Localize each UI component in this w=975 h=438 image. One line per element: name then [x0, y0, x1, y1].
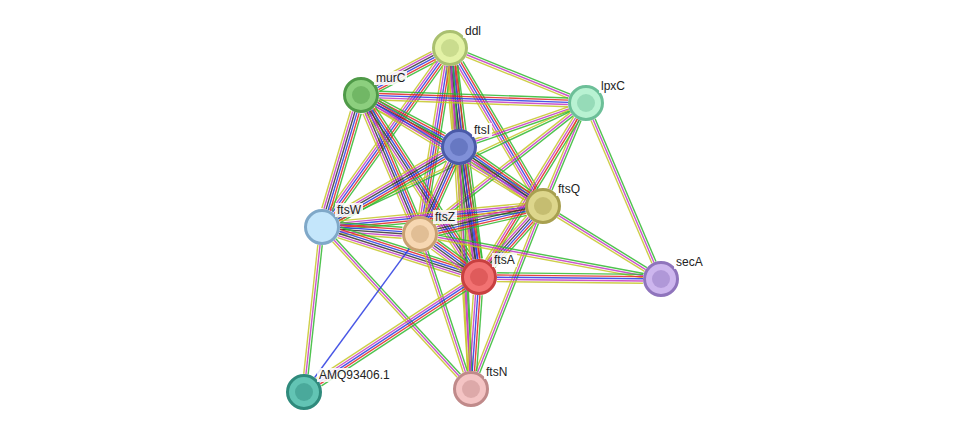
- node-label: ftsZ: [433, 210, 457, 224]
- evidence-line: [315, 249, 410, 378]
- evidence-line: [428, 250, 468, 371]
- interaction-edge: [497, 273, 643, 283]
- interaction-edge: [487, 216, 535, 268]
- node-label: lpxC: [599, 79, 627, 93]
- evidence-line: [473, 158, 528, 196]
- interaction-edge: [315, 249, 410, 378]
- structure-icon: [352, 86, 370, 104]
- evidence-line: [471, 162, 526, 200]
- protein-node: lpxC: [568, 85, 604, 121]
- interaction-edge: [317, 283, 467, 386]
- evidence-line: [330, 113, 359, 210]
- evidence-line: [472, 160, 527, 198]
- evidence-line: [426, 163, 450, 217]
- evidence-line: [304, 245, 318, 374]
- evidence-line: [328, 113, 357, 210]
- evidence-line: [322, 111, 351, 208]
- evidence-line: [422, 161, 446, 215]
- protein-node: ftsQ: [525, 188, 561, 224]
- evidence-line: [497, 282, 643, 284]
- evidence-line: [324, 111, 353, 208]
- evidence-line: [318, 285, 463, 380]
- evidence-line: [497, 275, 643, 277]
- node-label: ddl: [463, 24, 483, 38]
- evidence-line: [339, 231, 462, 270]
- protein-node: ftsA: [461, 259, 497, 295]
- structure-icon: [295, 383, 313, 401]
- interaction-edge: [466, 53, 570, 99]
- structure-icon: [470, 268, 488, 286]
- protein-node: ftsW: [304, 209, 340, 245]
- structure-icon: [450, 138, 468, 156]
- structure-icon: [441, 39, 459, 57]
- evidence-line: [558, 215, 645, 269]
- evidence-line: [474, 156, 529, 194]
- evidence-line: [593, 120, 654, 263]
- evidence-line: [435, 116, 573, 225]
- interaction-edge: [304, 245, 322, 375]
- node-label: ftsQ: [556, 182, 582, 196]
- interaction-edge: [322, 111, 361, 212]
- evidence-line: [306, 245, 320, 374]
- structure-icon: [534, 197, 552, 215]
- evidence-line: [476, 155, 531, 193]
- node-label: ftsI: [472, 123, 492, 137]
- evidence-line: [557, 217, 644, 271]
- interaction-edge: [468, 295, 482, 372]
- evidence-line: [478, 223, 537, 372]
- structure-icon: [411, 225, 429, 243]
- node-label: ftsN: [484, 365, 509, 379]
- evidence-line: [467, 55, 570, 97]
- evidence-line: [434, 245, 464, 267]
- evidence-line: [317, 283, 462, 378]
- evidence-line: [332, 114, 361, 211]
- evidence-line: [468, 53, 571, 95]
- evidence-line: [497, 279, 643, 281]
- protein-node: ftsZ: [402, 216, 438, 252]
- evidence-line: [595, 119, 656, 262]
- protein-node: ddl: [432, 30, 468, 66]
- protein-node: ftsN: [453, 371, 489, 407]
- interaction-edge: [333, 239, 461, 377]
- evidence-line: [433, 247, 463, 269]
- node-label: ftsW: [335, 203, 363, 217]
- interaction-edge: [379, 91, 568, 107]
- node-label: AMQ93406.1: [317, 368, 392, 382]
- interaction-edge: [337, 227, 463, 277]
- structure-icon: [462, 380, 480, 398]
- evidence-line: [480, 224, 539, 373]
- evidence-line: [326, 112, 355, 209]
- interaction-edge: [476, 222, 539, 373]
- evidence-line: [552, 120, 581, 190]
- protein-node: murC: [343, 77, 379, 113]
- structure-icon: [652, 270, 670, 288]
- evidence-line: [431, 249, 461, 271]
- protein-node: ftsI: [441, 129, 477, 165]
- node-label: murC: [374, 71, 407, 85]
- evidence-line: [424, 162, 448, 216]
- interaction-edge: [471, 153, 532, 200]
- evidence-line: [468, 295, 473, 371]
- structure-icon: [577, 94, 595, 112]
- node-label: ftsA: [492, 253, 517, 267]
- evidence-line: [379, 100, 568, 107]
- node-label: secA: [674, 255, 705, 269]
- protein-node: AMQ93406.1: [286, 374, 322, 410]
- evidence-line: [497, 273, 643, 275]
- evidence-line: [497, 277, 643, 279]
- protein-node: secA: [643, 261, 679, 297]
